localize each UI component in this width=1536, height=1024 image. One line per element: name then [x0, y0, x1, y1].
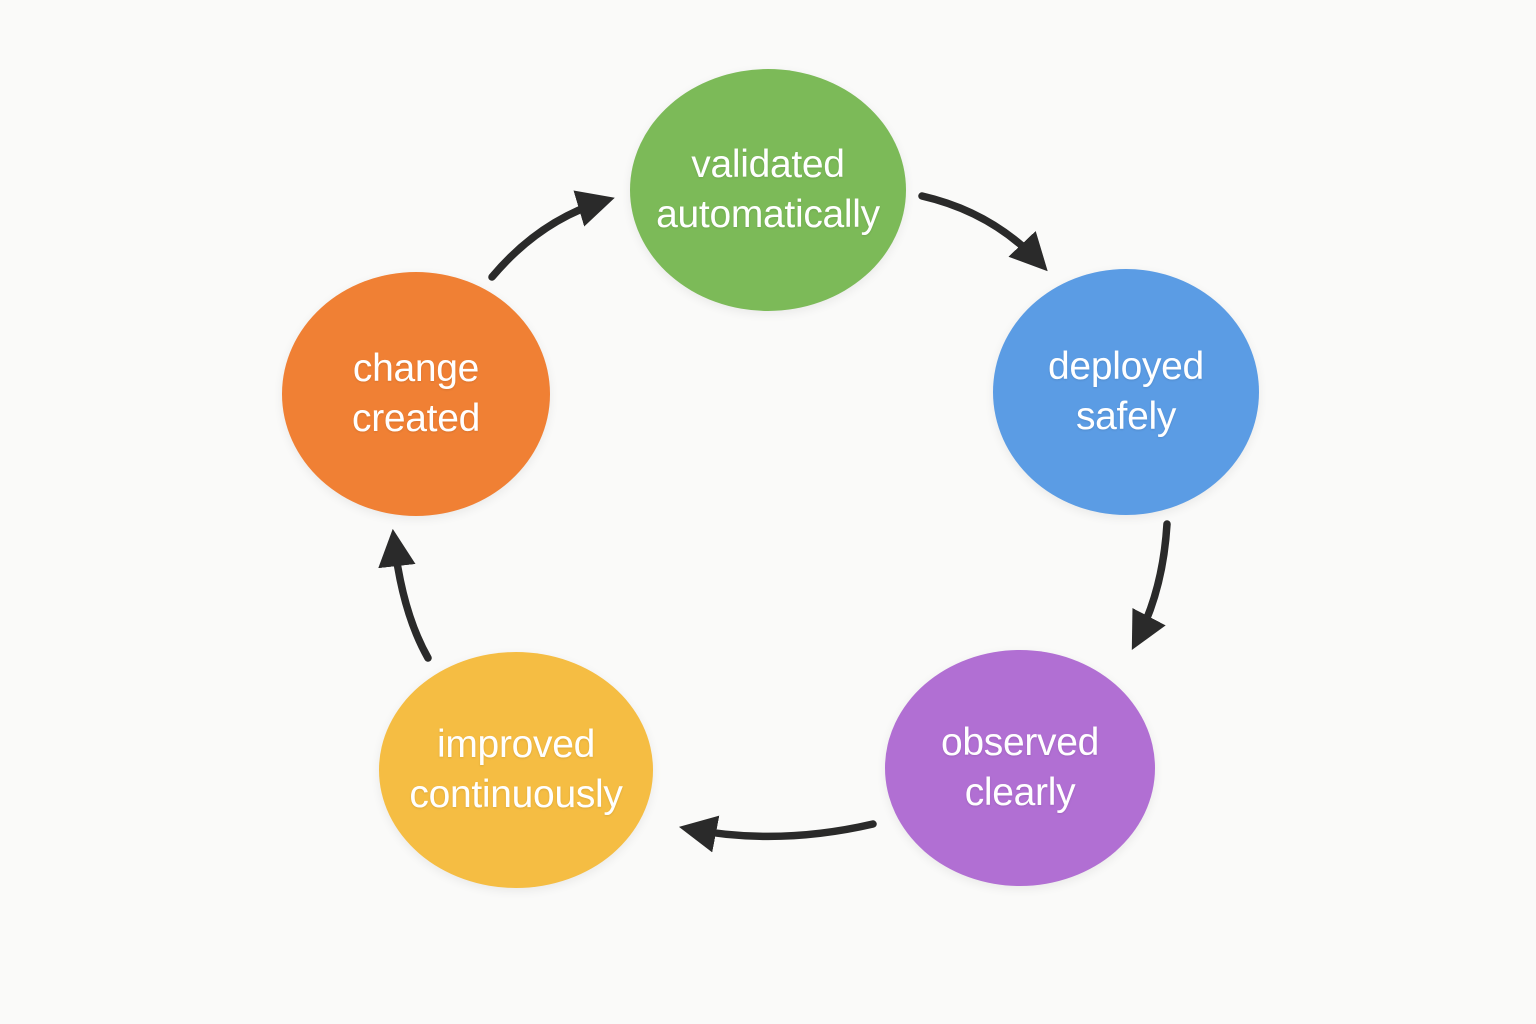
arrow-deployed-to-observed	[1131, 520, 1171, 650]
arrow-change-to-validated	[488, 190, 615, 281]
arrow-observed-to-improved	[678, 815, 877, 853]
node-validated-automatically-label: validated automatically	[656, 143, 880, 236]
node-change-created-label: change created	[352, 347, 480, 440]
node-deployed-safely: deployed safely	[993, 269, 1259, 515]
arrow-improved-to-change	[378, 528, 432, 662]
node-observed-clearly: observed clearly	[885, 650, 1155, 886]
arrow-validated-to-deployed	[918, 192, 1048, 272]
node-validated-automatically: validated automatically	[630, 69, 906, 311]
node-improved-continuously: improved continuously	[379, 652, 653, 888]
node-change-created: change created	[282, 272, 550, 516]
node-observed-clearly-label: observed clearly	[940, 721, 1100, 814]
node-improved-continuously-label: improved continuously	[409, 723, 623, 816]
node-deployed-safely-label: deployed safely	[1048, 345, 1204, 438]
